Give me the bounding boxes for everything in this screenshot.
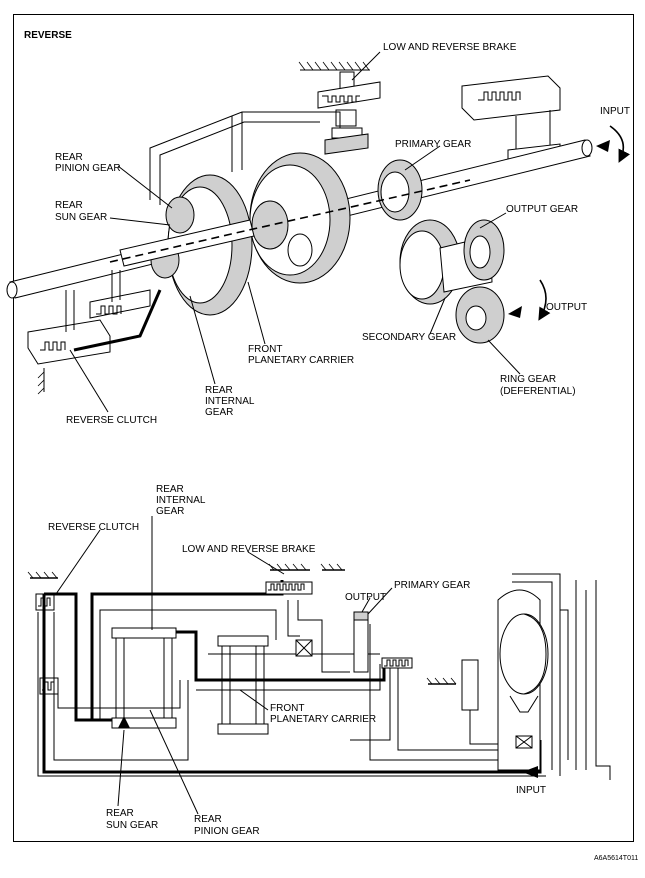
ground-primary [320, 563, 345, 571]
power-flow-path [109, 179, 471, 263]
label-low-reverse-brake: LOW AND REVERSE BRAKE [383, 42, 517, 53]
ground-hatch-top [298, 61, 370, 71]
power-path-brake [90, 580, 284, 720]
label-ring-gear-1: RING GEAR [500, 374, 556, 385]
label-output: OUTPUT [546, 302, 587, 313]
label-b-rear-internal-gear-3: GEAR [156, 506, 184, 517]
input-rotation-arrow [609, 125, 631, 163]
label-rear-sun-gear-2: SUN GEAR [55, 212, 107, 223]
label-primary-gear: PRIMARY GEAR [395, 139, 471, 150]
bearing-symbol [295, 639, 313, 657]
low-reverse-brake-assembly [317, 71, 381, 155]
engine-flange [595, 580, 611, 780]
label-rear-internal-gear-3: GEAR [205, 407, 233, 418]
figure-code: A6A5614T011 [594, 855, 638, 862]
secondary-gear-block [461, 659, 520, 745]
diagram-title: REVERSE [24, 30, 72, 41]
reverse-clutch-pack [35, 593, 59, 695]
rear-planetary-set [111, 627, 177, 729]
label-output-gear: OUTPUT GEAR [506, 204, 578, 215]
label-b-rear-pinion-gear-2: PINION GEAR [194, 826, 260, 837]
output-gear [463, 219, 505, 281]
label-secondary-gear: SECONDARY GEAR [362, 332, 456, 343]
output-gear-post [353, 611, 369, 673]
ground-reverse-clutch [27, 571, 58, 579]
input-arrow [522, 766, 538, 778]
reverse-clutch-assembly [27, 270, 162, 365]
label-b-rear-internal-gear-1: REAR [156, 484, 184, 495]
top-cutaway-diagram: LOW AND REVERSE BRAKE INPUT REAR PINION … [6, 42, 631, 426]
label-b-front-planetary-carrier-2: PLANETARY CARRIER [270, 714, 376, 725]
label-ring-gear-2: (DEFERENTIAL) [500, 386, 576, 397]
label-front-planetary-carrier-2: PLANETARY CARRIER [248, 355, 354, 366]
output-rotation-arrow [538, 279, 551, 321]
figure-frame [13, 14, 634, 842]
primary-gear [377, 159, 423, 221]
label-b-rear-sun-gear-1: REAR [106, 808, 134, 819]
label-front-planetary-carrier-1: FRONT [248, 344, 282, 355]
input-clutch-pack [381, 657, 413, 669]
label-reverse-clutch: REVERSE CLUTCH [66, 415, 157, 426]
brake-pack [265, 581, 313, 595]
label-rear-sun-gear-1: REAR [55, 200, 83, 211]
input-direction-arrow [596, 140, 610, 152]
bottom-schematic-diagram: REAR INTERNAL GEAR REVERSE CLUTCH LOW AN… [27, 484, 611, 837]
top-leader-lines [69, 51, 521, 413]
label-b-rear-internal-gear-2: INTERNAL [156, 495, 206, 506]
label-b-input: INPUT [516, 785, 546, 796]
label-b-low-reverse-brake: LOW AND REVERSE BRAKE [182, 544, 316, 555]
label-b-front-planetary-carrier-1: FRONT [270, 703, 304, 714]
sun-gear-arrow [118, 716, 130, 728]
ground-hatch-bottom-left [37, 368, 45, 395]
rear-sun-gear-tube [119, 219, 255, 267]
torque-converter [497, 573, 587, 776]
label-b-reverse-clutch: REVERSE CLUTCH [48, 522, 139, 533]
label-b-rear-pinion-gear-1: REAR [194, 814, 222, 825]
label-b-primary-gear: PRIMARY GEAR [394, 580, 470, 591]
label-rear-pinion-gear-1: REAR [55, 152, 83, 163]
label-input: INPUT [600, 106, 630, 117]
power-path-sun [44, 592, 124, 722]
label-rear-pinion-gear-2: PINION GEAR [55, 163, 121, 174]
label-b-output: OUTPUT [345, 592, 386, 603]
bottom-leader-lines [55, 516, 393, 815]
ground-secondary [426, 677, 457, 685]
output-direction-arrow [508, 306, 522, 318]
ring-gear [455, 286, 505, 344]
brake-linkage [231, 112, 243, 172]
schematic-structure [37, 600, 546, 777]
label-b-rear-sun-gear-2: SUN GEAR [106, 820, 158, 831]
label-rear-internal-gear-1: REAR [205, 385, 233, 396]
label-rear-internal-gear-2: INTERNAL [205, 396, 255, 407]
front-planetary-set [217, 635, 269, 735]
